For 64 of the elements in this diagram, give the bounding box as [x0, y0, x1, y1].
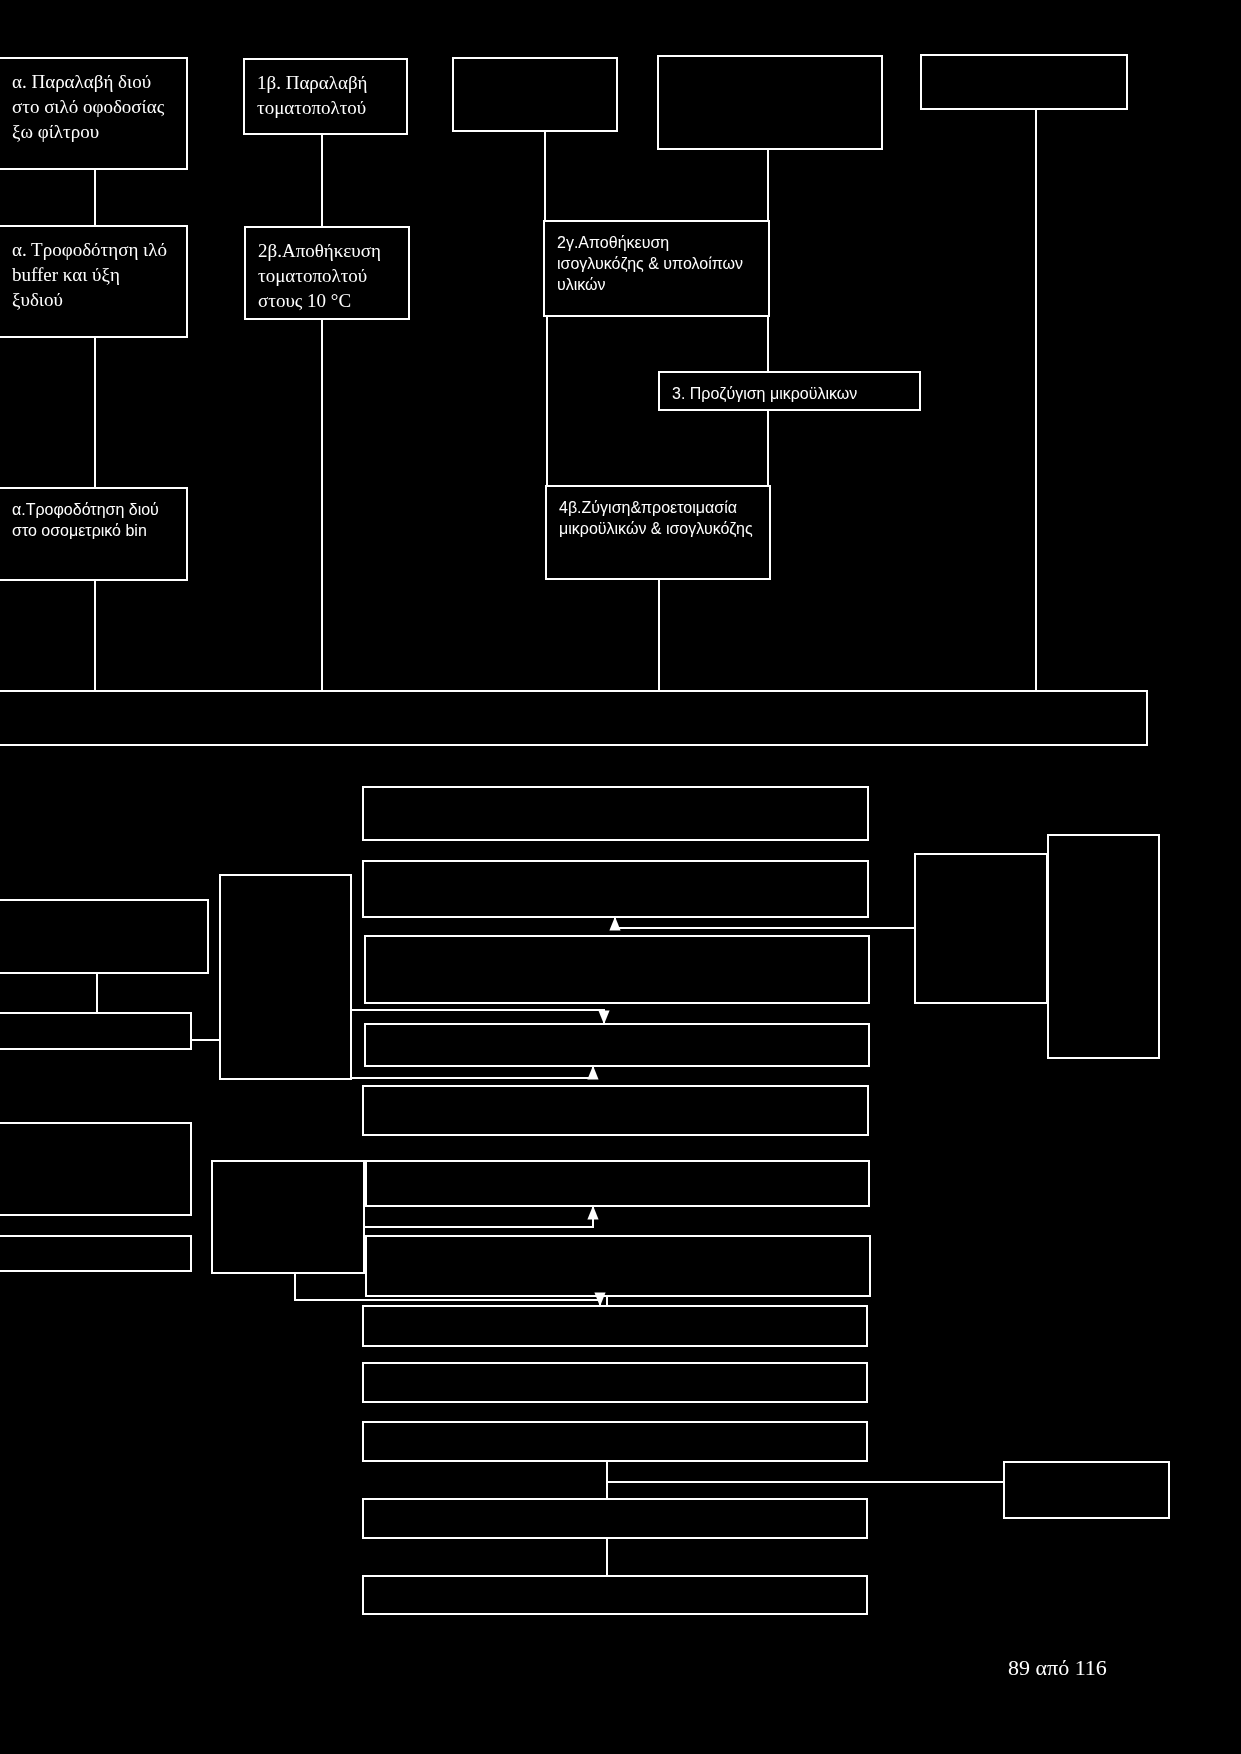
- process-box: [362, 1498, 868, 1539]
- process-box: [452, 57, 618, 132]
- process-box: [244, 226, 410, 320]
- process-box: [1047, 834, 1160, 1059]
- process-box: [920, 54, 1128, 110]
- step-text: 4β.Ζύγιση&προετοιμασία μικροϋλικών & ισογλυκόζης: [559, 498, 754, 539]
- connector-line: [606, 1538, 608, 1576]
- connector-line: [606, 1461, 1004, 1483]
- arrow: [294, 1273, 606, 1307]
- process-box: [0, 1235, 192, 1272]
- connector-line: [94, 337, 96, 488]
- step-text: α. Τροφοδότηση ιλό buffer και ύξη ξυδιού: [12, 238, 168, 312]
- process-box: [0, 1012, 192, 1050]
- process-box: [657, 55, 883, 150]
- process-box: [543, 220, 770, 317]
- step-text: α.Τροφοδότηση διού στο οσομετρικό bin: [12, 500, 160, 541]
- connector-line: [658, 579, 660, 691]
- process-box: [0, 57, 188, 170]
- arrow: [351, 1065, 599, 1080]
- step-text: α. Παραλαβή διού στο σιλό οφοδοσίας ξω φίλτρου: [12, 70, 166, 144]
- arrow: [351, 1009, 610, 1025]
- process-box: [364, 935, 870, 1004]
- process-box: [362, 1362, 868, 1403]
- process-box: [658, 371, 921, 411]
- process-box: [0, 225, 188, 338]
- connector-line: [96, 973, 98, 1013]
- step-text: 1β. Παραλαβή τοματοπολτού: [257, 71, 369, 120]
- connector-line: [1035, 109, 1037, 691]
- process-box: [362, 1575, 868, 1615]
- process-box: [0, 487, 188, 581]
- step-text: 3. Προζύγιση μικροϋλικων: [672, 384, 859, 404]
- process-box: [364, 1023, 870, 1067]
- process-box: [914, 853, 1048, 1004]
- process-box: [362, 1421, 868, 1462]
- process-box: [243, 58, 408, 135]
- arrow: [609, 916, 915, 931]
- connector-line: [94, 580, 96, 691]
- process-box: [365, 1235, 871, 1297]
- process-box: [0, 1122, 192, 1216]
- connector-line: [94, 169, 96, 226]
- connector-line: [321, 134, 323, 227]
- process-box: [211, 1160, 365, 1274]
- process-box: [362, 786, 869, 841]
- connector-line: [606, 1296, 608, 1306]
- process-box: [219, 874, 352, 1080]
- connector-line: [767, 149, 769, 221]
- connector-line: [767, 316, 769, 372]
- process-box: [1003, 1461, 1170, 1519]
- connector-line: [321, 319, 323, 691]
- process-box: [365, 1160, 870, 1207]
- step-text: 2β.Αποθήκευση τοματοπολτού στους 10 °C: [258, 239, 382, 313]
- connector-line: [767, 410, 769, 486]
- process-box: [0, 690, 1148, 746]
- connector-line: [546, 316, 548, 486]
- process-box: [362, 1305, 868, 1347]
- page-number: 89 από 116: [1008, 1655, 1107, 1681]
- process-box: [0, 899, 209, 974]
- arrow: [364, 1205, 599, 1228]
- step-text: 2γ.Αποθήκευση ισογλυκόζης & υπολοίπων υλικών: [557, 233, 744, 295]
- process-box: [545, 485, 771, 580]
- process-box: [362, 1085, 869, 1136]
- connector-line: [191, 1039, 220, 1041]
- process-box: [362, 860, 869, 918]
- connector-line: [544, 131, 546, 221]
